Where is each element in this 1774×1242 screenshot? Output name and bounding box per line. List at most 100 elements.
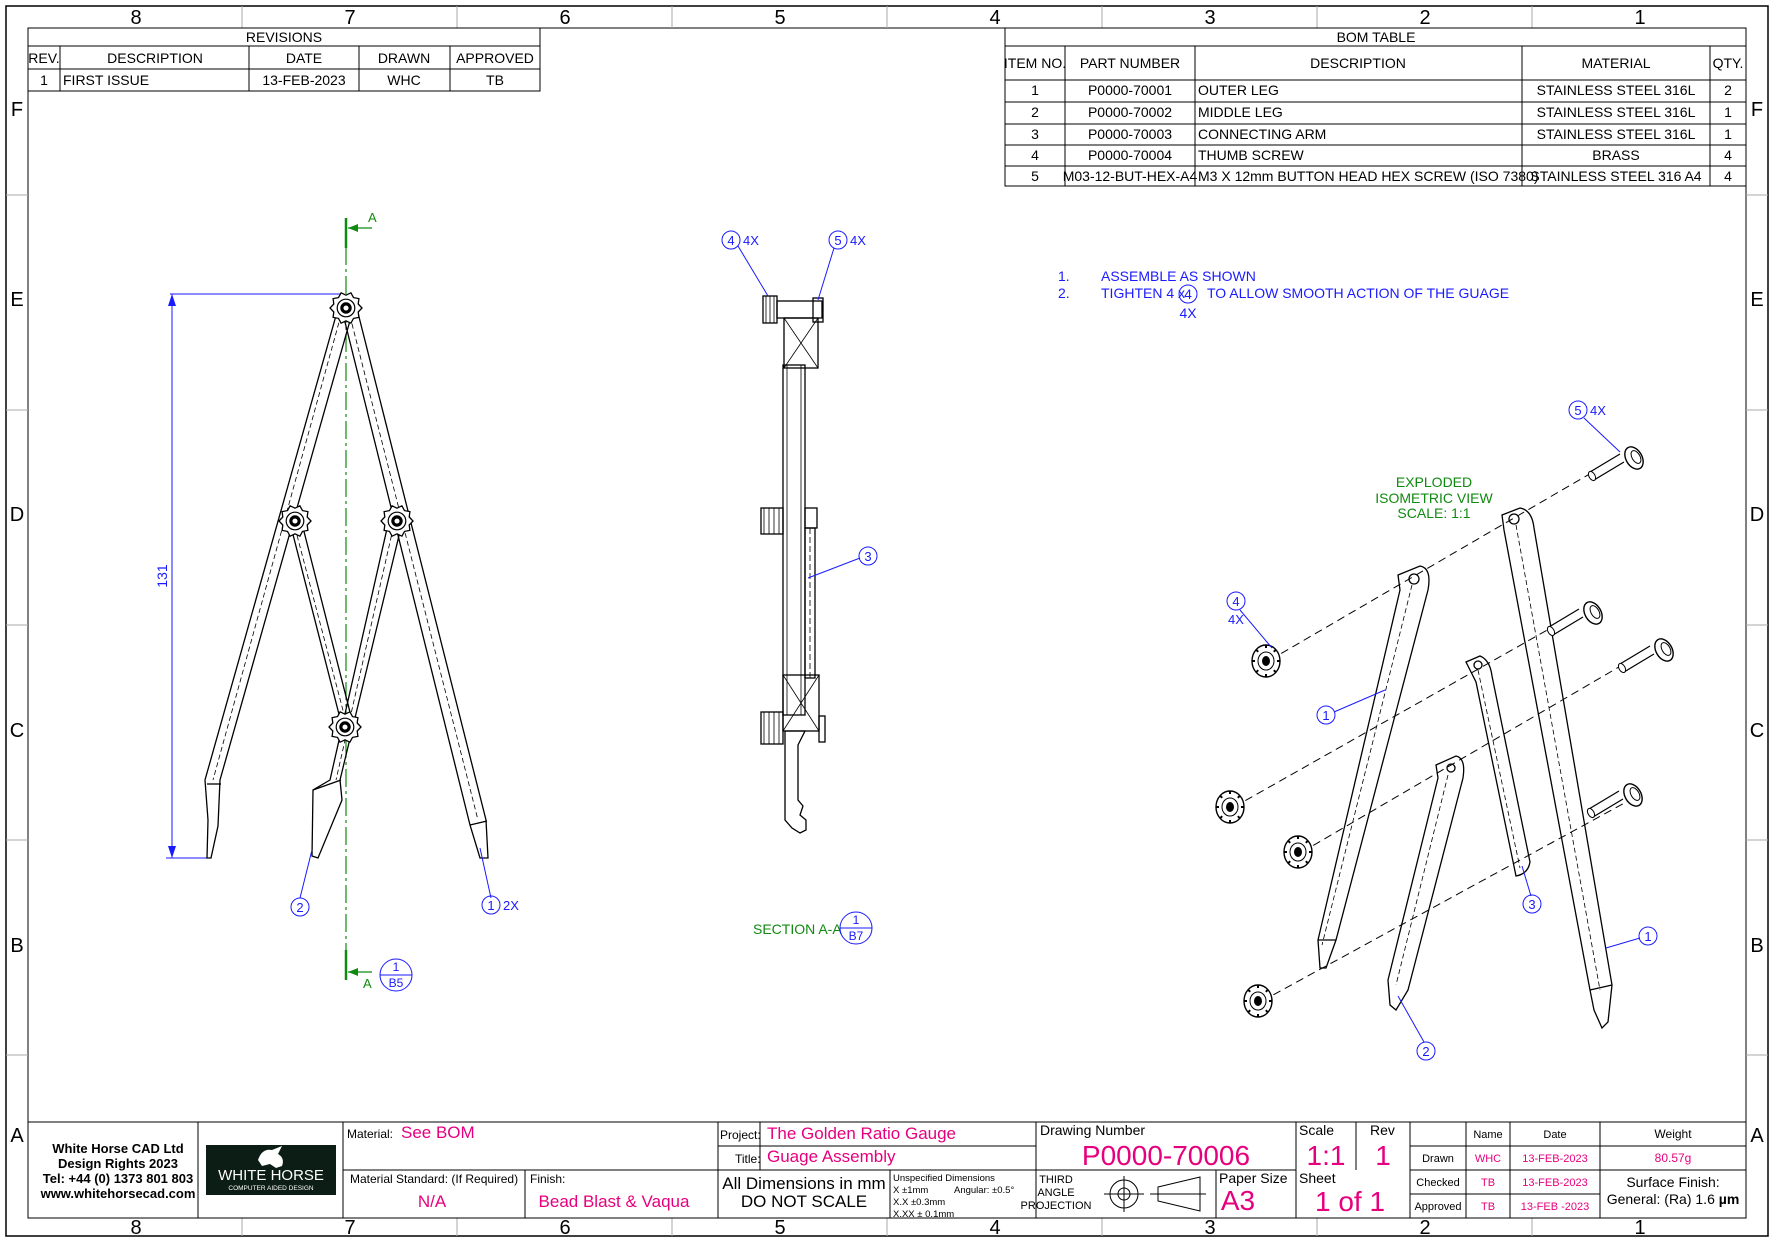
scale-label: Scale — [1299, 1122, 1334, 1138]
item-balloon-number: 1 — [1644, 929, 1651, 944]
col-label-bottom: 4 — [989, 1217, 1000, 1239]
bom-cell: MIDDLE LEG — [1198, 104, 1283, 120]
rev-cell: WHC — [387, 72, 420, 88]
leader-line — [1521, 865, 1532, 897]
drawing-number: P0000-70006 — [1082, 1140, 1250, 1171]
title-value: Guage Assembly — [767, 1147, 896, 1166]
finish-value: Bead Blast & Vaqua — [539, 1192, 690, 1211]
scale-value: 1:1 — [1307, 1140, 1346, 1171]
outer-leg-right — [341, 304, 489, 859]
rev-cell: 13-FEB-2023 — [262, 72, 345, 88]
item-balloon — [1416, 1041, 1436, 1061]
company-website: www.whitehorsecad.com — [40, 1186, 196, 1201]
rev-cell: 1 — [40, 72, 48, 88]
material-standard-value: N/A — [418, 1192, 447, 1211]
item-balloon-number: 2 — [296, 900, 303, 915]
middle-leg — [311, 509, 404, 859]
bom-title: BOM TABLE — [1337, 29, 1416, 45]
drawn-date: 13-FEB-2023 — [1522, 1153, 1587, 1165]
projection-label: THIRD — [1039, 1174, 1073, 1186]
col-label-bottom: 3 — [1204, 1217, 1215, 1239]
col-label-top: 4 — [989, 7, 1000, 29]
approved-name: TB — [1481, 1201, 1495, 1213]
material-label: Material: — [347, 1127, 393, 1141]
view-reference-bubble: 1 B5 — [379, 958, 413, 992]
item-balloon — [1638, 926, 1658, 946]
view-reference-bubble: 1 B7 — [839, 911, 873, 945]
balloon-quantity: 4X — [850, 233, 866, 248]
iso-connecting-arm — [1465, 655, 1531, 877]
bom-cell: STAINLESS STEEL 316L — [1537, 104, 1696, 120]
balloon-quantity: 4X — [1228, 612, 1244, 627]
projection-label: PROJECTION — [1021, 1200, 1092, 1212]
drawn-label: Drawn — [1422, 1153, 1454, 1165]
bom-cell: P0000-70001 — [1088, 82, 1172, 98]
tolerance-header: Unspecified Dimensions — [893, 1173, 995, 1184]
item-balloon-number: 1 — [487, 898, 494, 913]
thumb-nut — [1251, 644, 1281, 678]
row-label-left: B — [10, 935, 23, 957]
row-label-right: B — [1750, 935, 1763, 957]
col-label-bottom: 6 — [559, 1217, 570, 1239]
row-label-left: E — [10, 289, 23, 311]
leader-line — [1397, 995, 1425, 1043]
note-number: 2. — [1058, 285, 1070, 301]
rev-col-header: DATE — [286, 50, 322, 66]
bom-col-header: PART NUMBER — [1080, 55, 1180, 71]
view-scale: SCALE: 1:1 — [1397, 505, 1470, 521]
balloon-quantity: 4X — [1590, 403, 1606, 418]
leader-line — [479, 847, 492, 899]
section-view: 4 4X 5 4X 3 SECTION A-A 1 B7 — [721, 230, 878, 945]
col-label-bottom: 5 — [774, 1217, 785, 1239]
item-balloon — [1316, 705, 1336, 725]
thumb-nut — [1243, 984, 1273, 1018]
third-angle-projection-icon — [1104, 1176, 1206, 1212]
item-balloon — [1226, 591, 1246, 611]
leader-line — [1333, 689, 1386, 713]
sheet-value: 1 of 1 — [1315, 1186, 1385, 1217]
svg-text:B7: B7 — [849, 929, 864, 943]
bom-cell: 1 — [1724, 104, 1732, 120]
rev-col-header: REV. — [28, 50, 59, 66]
button-head-screw — [1586, 783, 1643, 819]
revisions-title: REVISIONS — [246, 29, 322, 45]
row-label-left: C — [10, 720, 24, 742]
col-label-top: 2 — [1419, 7, 1430, 29]
bom-cell: M3 X 12mm BUTTON HEAD HEX SCREW (ISO 738… — [1198, 168, 1538, 184]
note-text: TO ALLOW SMOOTH ACTION OF THE GUAGE — [1207, 285, 1509, 301]
button-head-screw — [1617, 638, 1674, 674]
item-balloon — [1178, 284, 1198, 304]
note-text: ASSEMBLE AS SHOWN — [1101, 268, 1256, 284]
item-balloon — [290, 897, 310, 917]
row-label-right: C — [1750, 720, 1764, 742]
dimension-131: 131 — [154, 293, 340, 859]
bom-table: BOM TABLE ITEM NO. PART NUMBER DESCRIPTI… — [1004, 27, 1747, 187]
front-view: A A 1 B5 131 — [154, 210, 519, 992]
item-balloon-number: 1 — [1322, 708, 1329, 723]
leader-line — [299, 849, 313, 899]
do-not-scale: DO NOT SCALE — [741, 1192, 867, 1211]
bom-cell: OUTER LEG — [1198, 82, 1279, 98]
item-balloon — [828, 230, 848, 250]
svg-text:COMPUTER AIDED DESIGN: COMPUTER AIDED DESIGN — [228, 1185, 314, 1192]
tolerance-angular: Angular: ±0.5° — [954, 1185, 1014, 1196]
rev-value: 1 — [1375, 1140, 1391, 1171]
bom-col-header: MATERIAL — [1582, 55, 1651, 71]
row-label-left: F — [11, 99, 23, 121]
projection-label: ANGLE — [1037, 1187, 1074, 1199]
units-note: All Dimensions in mm — [722, 1174, 885, 1193]
col-label-top: 3 — [1204, 7, 1215, 29]
checked-name: TB — [1481, 1177, 1495, 1189]
rev-cell: TB — [486, 72, 504, 88]
rev-col-header: DESCRIPTION — [107, 50, 203, 66]
item-balloon — [481, 895, 501, 915]
title-label: Title: — [735, 1152, 761, 1166]
tolerance-x: X ±1mm — [893, 1185, 928, 1196]
company-logo: WHITE HORSE COMPUTER AIDED DESIGN — [206, 1145, 336, 1195]
item-balloon-number: 3 — [1528, 897, 1535, 912]
item-balloon-number: 4 — [727, 233, 734, 248]
iso-middle-leg — [1387, 755, 1465, 1011]
rev-cell: FIRST ISSUE — [63, 72, 149, 88]
material-value: See BOM — [401, 1123, 475, 1142]
leader-line — [1605, 937, 1641, 949]
